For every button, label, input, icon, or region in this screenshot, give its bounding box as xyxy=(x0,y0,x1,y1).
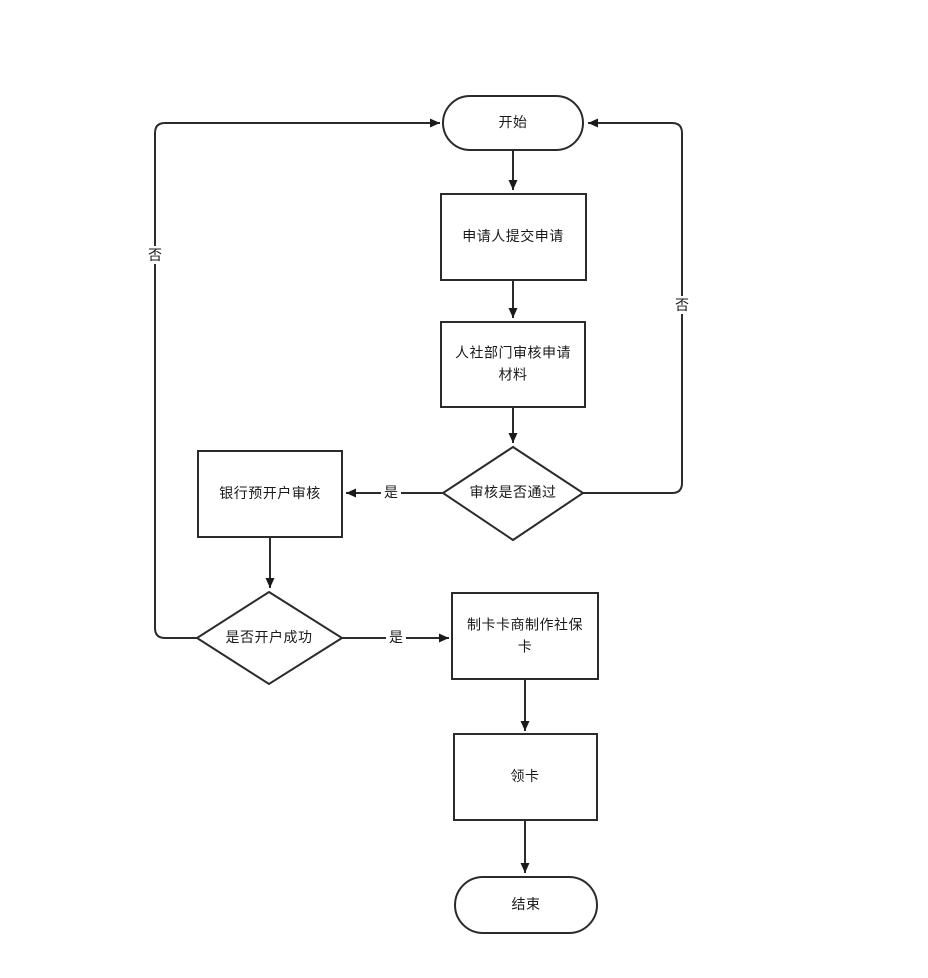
collect-card-label: 领卡 xyxy=(510,768,540,785)
start-label: 开始 xyxy=(498,114,528,131)
edge-decision-no-to-start xyxy=(583,118,683,494)
account-open-success-no-label: 否 xyxy=(145,246,165,264)
edge-account-decision-no-to-start xyxy=(154,118,440,639)
end-terminator-shape xyxy=(454,876,598,934)
end-label: 结束 xyxy=(511,896,541,913)
account-open-success-yes-label: 是 xyxy=(386,628,406,646)
card-maker-produce-card-label: 制卡卡商制作社保卡 xyxy=(467,616,583,654)
review-passed-yes-label: 是 xyxy=(381,483,401,501)
submit-application-label: 申请人提交申请 xyxy=(462,228,564,245)
card-maker-produce-card-shape xyxy=(451,592,599,680)
bank-pre-account-review-label: 银行预开户审核 xyxy=(219,485,321,502)
account-open-success-decision-shape xyxy=(195,590,344,686)
account-open-success-label: 是否开户成功 xyxy=(225,629,313,646)
review-materials-label: 人社部门审核申请材料 xyxy=(455,344,571,382)
review-passed-no-label: 否 xyxy=(672,296,692,314)
collect-card-shape xyxy=(453,733,598,821)
review-passed-label: 审核是否通过 xyxy=(469,484,557,501)
review-passed-decision-shape xyxy=(441,445,585,542)
start-terminator-shape xyxy=(442,95,584,151)
submit-application-shape xyxy=(440,193,587,281)
review-materials-shape xyxy=(440,321,586,408)
bank-pre-account-review-shape xyxy=(197,450,343,538)
